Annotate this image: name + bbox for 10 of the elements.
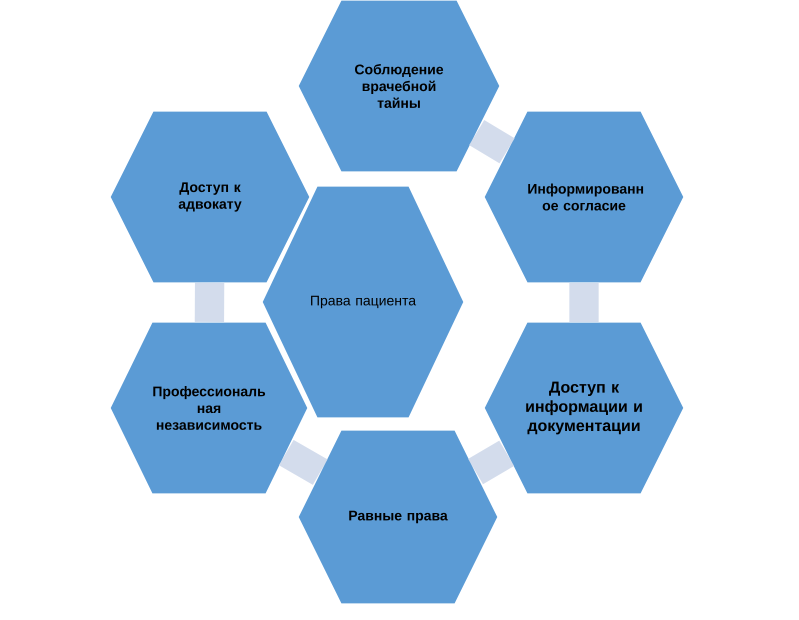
connector-band (468, 440, 514, 484)
hexagon: Информированн ое согласие (483, 110, 685, 284)
connector-band (194, 282, 224, 322)
hexagon: Профессиональ ная независимость (109, 321, 309, 495)
connector-band (569, 282, 599, 322)
hexagon: Доступ к адвокату (109, 110, 311, 284)
hexagon: Соблюдение врачебной тайны (297, 0, 501, 173)
connector-band (469, 120, 515, 164)
hexagon: Равные права (297, 429, 499, 605)
hexagon: Доступ к информации и документации (483, 321, 685, 495)
